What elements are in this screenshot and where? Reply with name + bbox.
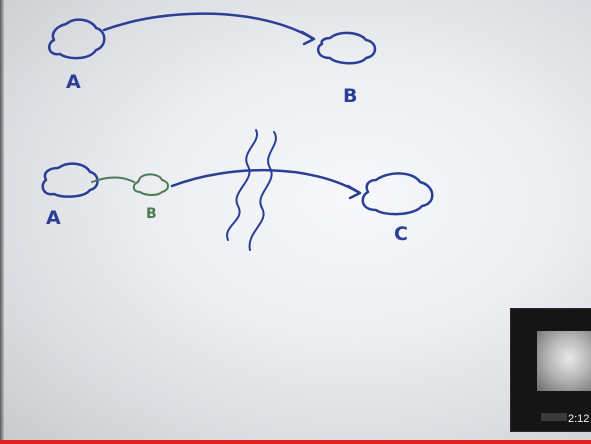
progress-bar[interactable] [0,440,591,444]
arrow-a-to-b-top [102,12,314,40]
video-left-edge [0,0,4,444]
cloud-b-top [316,31,377,65]
connector-a-to-b [91,176,135,183]
cloud-b-bottom [132,173,169,196]
preview-frame [537,331,591,391]
preview-timestamp: 2:12 [568,413,590,425]
cloud-a-bottom [41,162,99,198]
arrowhead-bottom [346,184,362,200]
preview-overlay [541,413,567,421]
arrowhead-top [300,30,316,46]
wavy-line-2 [248,131,277,251]
label-c-bottom: C [394,223,408,245]
top-diagram: A B [47,12,377,107]
label-b-top: B [343,85,357,107]
label-a-bottom: A [46,207,61,229]
arrow-b-to-c [170,168,360,194]
bottom-diagram: A B C [41,129,434,251]
cloud-c-bottom [361,172,434,216]
cloud-a-top [47,18,106,60]
video-preview-thumbnail[interactable] [510,308,591,432]
wavy-line-1 [226,129,259,241]
label-a-top: A [66,71,81,93]
progress-fill [0,440,591,444]
label-b-bottom: B [146,206,157,222]
